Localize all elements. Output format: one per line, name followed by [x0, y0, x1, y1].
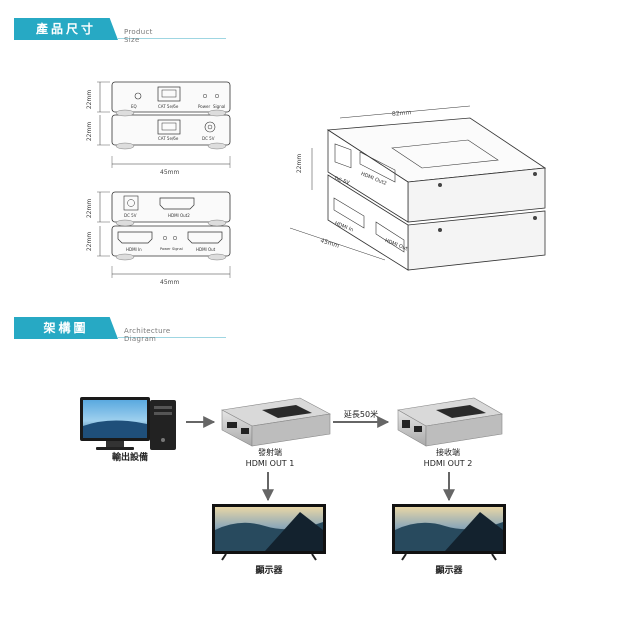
label-power-tx: Power: [160, 247, 171, 251]
front-view-transmitter: [97, 191, 231, 278]
architecture-diagram: [80, 397, 506, 561]
label-cat-top: CAT 5e/6e: [158, 104, 179, 109]
section-title: 產品尺寸: [14, 18, 118, 40]
dim-height-4: 22mm: [86, 231, 94, 252]
section-rule: [118, 337, 226, 338]
product-size-drawings: [97, 81, 547, 278]
label-hdmi-out2-tx: HDMI Out2: [168, 213, 190, 218]
source-computer-icon: [80, 397, 176, 450]
source-label: 輸出設備: [111, 453, 148, 463]
tx-label: 發射端: [258, 448, 282, 457]
label-signal: Signal: [213, 104, 226, 109]
dim-height-3: 22mm: [86, 198, 94, 219]
dim-height-1: 22mm: [86, 89, 94, 110]
display-label-1: 顯示器: [255, 566, 283, 576]
front-view-receiver: [97, 81, 231, 168]
transmitter-device-icon: [221, 397, 331, 447]
display-label-2: 顯示器: [435, 566, 463, 576]
section-title: 架構圖: [14, 317, 118, 339]
section-rule: [118, 38, 226, 39]
tx-sublabel: HDMI OUT 1: [245, 459, 295, 468]
display-tv-icon-1: [212, 504, 326, 561]
distance-label: 延長50米: [343, 410, 379, 419]
dim-height-2: 22mm: [86, 121, 94, 142]
section-subtitle: Product Size: [124, 28, 153, 44]
dim-width-bottom: 45mm: [160, 279, 180, 286]
dim-height-iso: 22mm: [296, 153, 304, 174]
label-power: Power: [198, 104, 211, 109]
receiver-device-icon: [397, 397, 503, 447]
label-signal-tx: Signal: [172, 247, 183, 251]
label-eq: EQ: [131, 104, 137, 109]
label-dc-tx: DC 5V: [124, 213, 137, 218]
rx-label: 接收端: [436, 448, 460, 457]
label-hdmi-out-tx: HDMI Out: [196, 247, 216, 252]
rx-sublabel: HDMI OUT 2: [423, 459, 473, 468]
label-hdmi-in-tx: HDMI In: [126, 247, 142, 252]
label-dc-top: DC 5V: [202, 136, 215, 141]
dim-width-top: 45mm: [160, 169, 180, 176]
label-cat-bottom: CAT 5e/6e: [158, 136, 179, 141]
section-subtitle: Architecture Diagram: [124, 327, 171, 343]
display-tv-icon-2: [392, 504, 506, 561]
isometric-view: [289, 105, 547, 271]
